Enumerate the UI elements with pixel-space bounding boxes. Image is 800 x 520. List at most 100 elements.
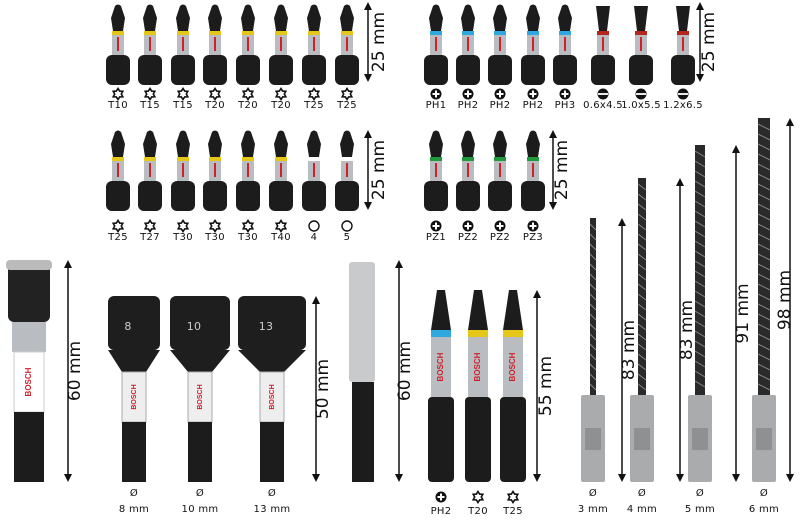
torx-icon bbox=[340, 86, 354, 102]
torx-icon bbox=[176, 87, 190, 101]
diameter-symbol: Ø bbox=[130, 487, 138, 499]
brand-logo-text: BOSCH bbox=[436, 352, 445, 381]
torx-icon bbox=[274, 86, 288, 102]
torx-icon bbox=[471, 489, 485, 505]
dimension-arrow bbox=[732, 145, 740, 482]
hex-icon bbox=[341, 220, 353, 232]
drill-size-label: 5 mm bbox=[685, 504, 715, 515]
screwdriver-bit bbox=[553, 4, 577, 85]
dimension-arrow bbox=[395, 260, 403, 482]
brand-mark bbox=[435, 163, 437, 177]
drill-size-label: 6 mm bbox=[749, 504, 779, 515]
torx-icon bbox=[274, 218, 288, 234]
brand-mark bbox=[467, 37, 469, 51]
bit-label: 5 bbox=[344, 232, 351, 243]
brand-mark bbox=[499, 163, 501, 177]
nutsetter-size-label: 10 mm bbox=[182, 504, 219, 515]
brand-mark bbox=[247, 37, 249, 51]
dimension-arrow bbox=[676, 178, 684, 482]
phillips-icon bbox=[527, 88, 539, 100]
brand-logo-text: BOSCH bbox=[197, 384, 204, 409]
dimension-label: 91 mm bbox=[733, 283, 753, 343]
bit-label: PH2 bbox=[490, 100, 511, 111]
bit-label: PH1 bbox=[426, 100, 447, 111]
torx-icon bbox=[241, 87, 255, 101]
dimension-label: 98 mm bbox=[775, 270, 795, 330]
screwdriver-bit bbox=[203, 4, 227, 85]
phillips-icon bbox=[430, 88, 442, 100]
drill-size-label: 3 mm bbox=[578, 504, 608, 515]
diameter-symbol: Ø bbox=[268, 487, 276, 499]
dimension-label: 25 mm bbox=[369, 12, 389, 72]
drill-size-label: 4 mm bbox=[627, 504, 657, 515]
power-bit: BOSCH bbox=[465, 290, 491, 482]
screwdriver-bit bbox=[671, 6, 695, 85]
screwdriver-bit bbox=[171, 4, 195, 85]
screwdriver-bit bbox=[106, 130, 130, 211]
brand-mark bbox=[532, 37, 534, 51]
brand-mark bbox=[214, 37, 216, 51]
dimension-arrow bbox=[696, 2, 704, 82]
drill-bit bbox=[688, 145, 712, 482]
dimension-arrow bbox=[64, 260, 72, 482]
bit-label: T20 bbox=[270, 100, 291, 111]
dimension-arrow bbox=[364, 130, 372, 210]
power-bit: BOSCH bbox=[428, 290, 454, 482]
screwdriver-bit bbox=[302, 4, 326, 85]
phillips-icon bbox=[559, 88, 571, 100]
bit-label: PZ2 bbox=[458, 232, 478, 243]
brand-mark bbox=[467, 163, 469, 177]
brand-mark bbox=[499, 37, 501, 51]
pozidriv-icon bbox=[494, 220, 506, 232]
phillips-icon bbox=[494, 88, 506, 100]
brand-mark bbox=[247, 163, 249, 177]
torx-icon bbox=[111, 87, 125, 101]
brand-mark bbox=[149, 37, 151, 51]
brand-logo-text: BOSCH bbox=[508, 352, 517, 381]
screwdriver-bit bbox=[171, 130, 195, 211]
brand-logo-text: BOSCH bbox=[473, 352, 482, 381]
dimension-label: 25 mm bbox=[369, 140, 389, 200]
bit-label: T20 bbox=[204, 100, 225, 111]
screwdriver-bit bbox=[138, 130, 162, 211]
brand-logo-text: BOSCH bbox=[269, 384, 276, 409]
quick-release-bit-holder: BOSCH bbox=[6, 260, 52, 482]
brand-mark bbox=[182, 163, 184, 177]
dimension-label: 25 mm bbox=[699, 12, 719, 72]
screwdriver-bit bbox=[456, 130, 480, 211]
dimension-label: 25 mm bbox=[552, 140, 572, 200]
screwdriver-bit bbox=[236, 130, 260, 211]
screwdriver-bit bbox=[138, 4, 162, 85]
power-bit-label: PH2 bbox=[431, 506, 452, 517]
slotted-icon bbox=[677, 88, 689, 100]
nutsetter: BOSCH bbox=[238, 296, 306, 482]
dimension-arrow bbox=[618, 218, 626, 482]
bit-label: 1.0x5.5 bbox=[621, 100, 661, 111]
drill-bit bbox=[752, 118, 776, 482]
brand-logo-text: BOSCH bbox=[24, 367, 33, 396]
bit-label: PZ1 bbox=[426, 232, 446, 243]
nutsetter-size-marking: 13 bbox=[259, 320, 274, 333]
nutsetter: BOSCH bbox=[170, 296, 230, 482]
brand-mark bbox=[149, 163, 151, 177]
bit-label: 0.6x4.5 bbox=[583, 100, 623, 111]
screwdriver-bit bbox=[488, 4, 512, 85]
bit-label: T20 bbox=[237, 100, 258, 111]
bit-label: PH2 bbox=[458, 100, 479, 111]
bit-label: 1.2x6.5 bbox=[663, 100, 703, 111]
brand-mark bbox=[435, 37, 437, 51]
bit-label: T30 bbox=[237, 232, 258, 243]
power-bit-label: T25 bbox=[502, 506, 523, 517]
bit-label: T15 bbox=[139, 100, 160, 111]
brand-mark bbox=[640, 37, 642, 51]
diameter-symbol: Ø bbox=[196, 487, 204, 499]
brand-mark bbox=[313, 163, 315, 177]
drill-bit bbox=[630, 178, 654, 482]
bit-label: T15 bbox=[172, 100, 193, 111]
hex-icon bbox=[308, 220, 320, 232]
bit-label: T25 bbox=[107, 232, 128, 243]
dimension-arrow bbox=[364, 2, 372, 82]
phillips-icon bbox=[462, 88, 474, 100]
dimension-arrow bbox=[533, 290, 541, 482]
